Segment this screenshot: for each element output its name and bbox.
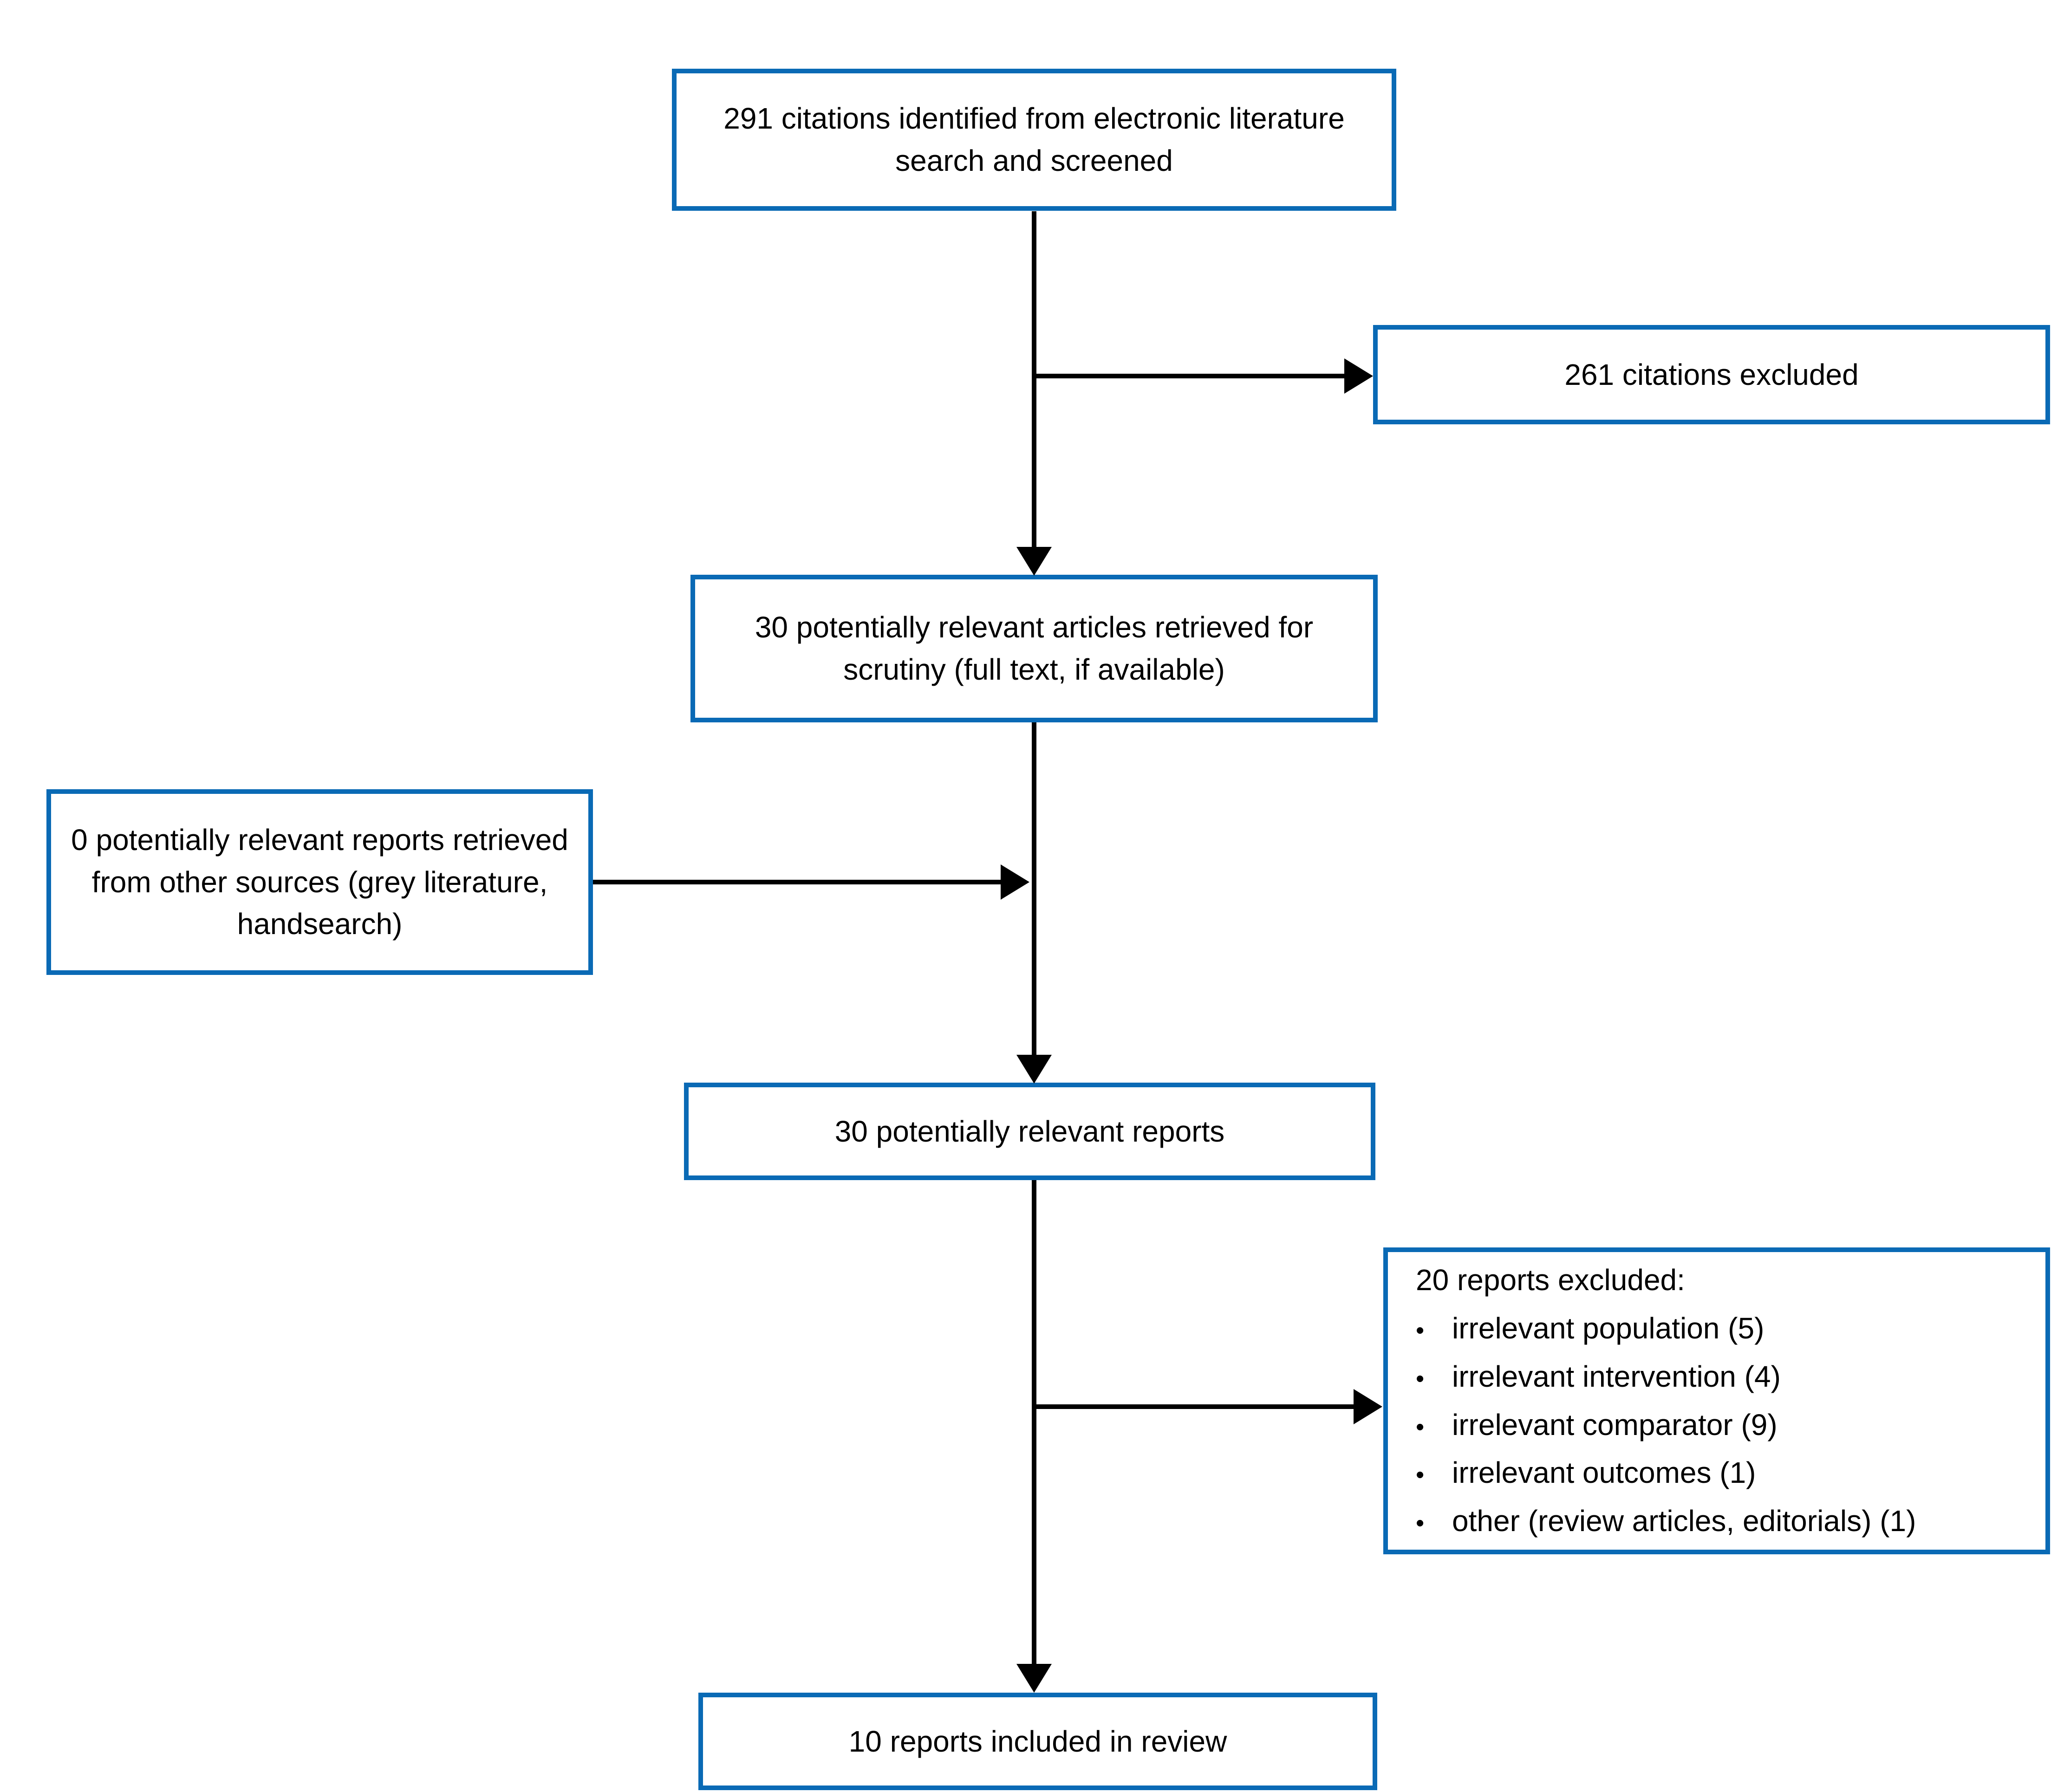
bullet-icon: • (1416, 1365, 1425, 1392)
box-reports-included: 10 reports included in review (698, 1693, 1377, 1790)
box-citations-identified: 291 citations identified from electronic… (672, 69, 1396, 211)
box-citations-excluded-label: 261 citations excluded (1564, 357, 1859, 391)
box-reports-excluded: 20 reports excluded: • irrelevant popula… (1383, 1247, 2050, 1554)
bullet-icon: • (1416, 1413, 1425, 1441)
box-articles-retrieved-label: 30 potentially relevant articles retriev… (755, 610, 1314, 686)
box-relevant-reports: 30 potentially relevant reports (684, 1083, 1375, 1180)
flow-line-other-sources-join (593, 880, 1002, 884)
bullet-icon: • (1416, 1317, 1425, 1344)
flow-line-branch-citations-excluded (1034, 374, 1344, 378)
flow-line-reports-to-included (1032, 1180, 1036, 1664)
arrow-down-icon (1016, 1055, 1052, 1084)
list-item: • irrelevant intervention (4) (1416, 1353, 1916, 1401)
box-articles-retrieved: 30 potentially relevant articles retriev… (690, 575, 1378, 722)
list-item-label: irrelevant population (5) (1452, 1312, 1765, 1345)
box-other-sources-label: 0 potentially relevant reports retrieved… (71, 823, 568, 941)
arrow-right-icon (1354, 1389, 1382, 1424)
flow-line-branch-reports-excluded (1034, 1404, 1354, 1409)
arrow-down-icon (1016, 1664, 1052, 1693)
box-reports-included-label: 10 reports included in review (848, 1724, 1227, 1758)
box-citations-excluded: 261 citations excluded (1373, 325, 2050, 424)
reports-excluded-list: • irrelevant population (5) • irrelevant… (1416, 1305, 1916, 1545)
arrow-right-icon (1001, 864, 1029, 900)
list-item: • irrelevant comparator (9) (1416, 1401, 1916, 1449)
list-item: • other (review articles, editorials) (1… (1416, 1497, 1916, 1545)
flow-line-identified-to-retrieved (1032, 211, 1036, 552)
bullet-icon: • (1416, 1461, 1425, 1489)
arrow-down-icon (1016, 547, 1052, 576)
list-item: • irrelevant population (5) (1416, 1305, 1916, 1353)
box-citations-identified-label: 291 citations identified from electronic… (723, 102, 1345, 177)
arrow-right-icon (1344, 358, 1373, 394)
list-item: • irrelevant outcomes (1) (1416, 1449, 1916, 1497)
flow-line-retrieved-to-reports (1032, 722, 1036, 1055)
box-other-sources: 0 potentially relevant reports retrieved… (46, 789, 593, 975)
list-item-label: irrelevant intervention (4) (1452, 1359, 1781, 1393)
list-item-label: irrelevant outcomes (1) (1452, 1456, 1756, 1490)
bullet-icon: • (1416, 1509, 1425, 1537)
box-relevant-reports-label: 30 potentially relevant reports (834, 1114, 1225, 1148)
reports-excluded-title: 20 reports excluded: (1416, 1263, 1685, 1297)
list-item-label: irrelevant comparator (9) (1452, 1408, 1778, 1441)
list-item-label: other (review articles, editorials) (1) (1452, 1504, 1916, 1538)
